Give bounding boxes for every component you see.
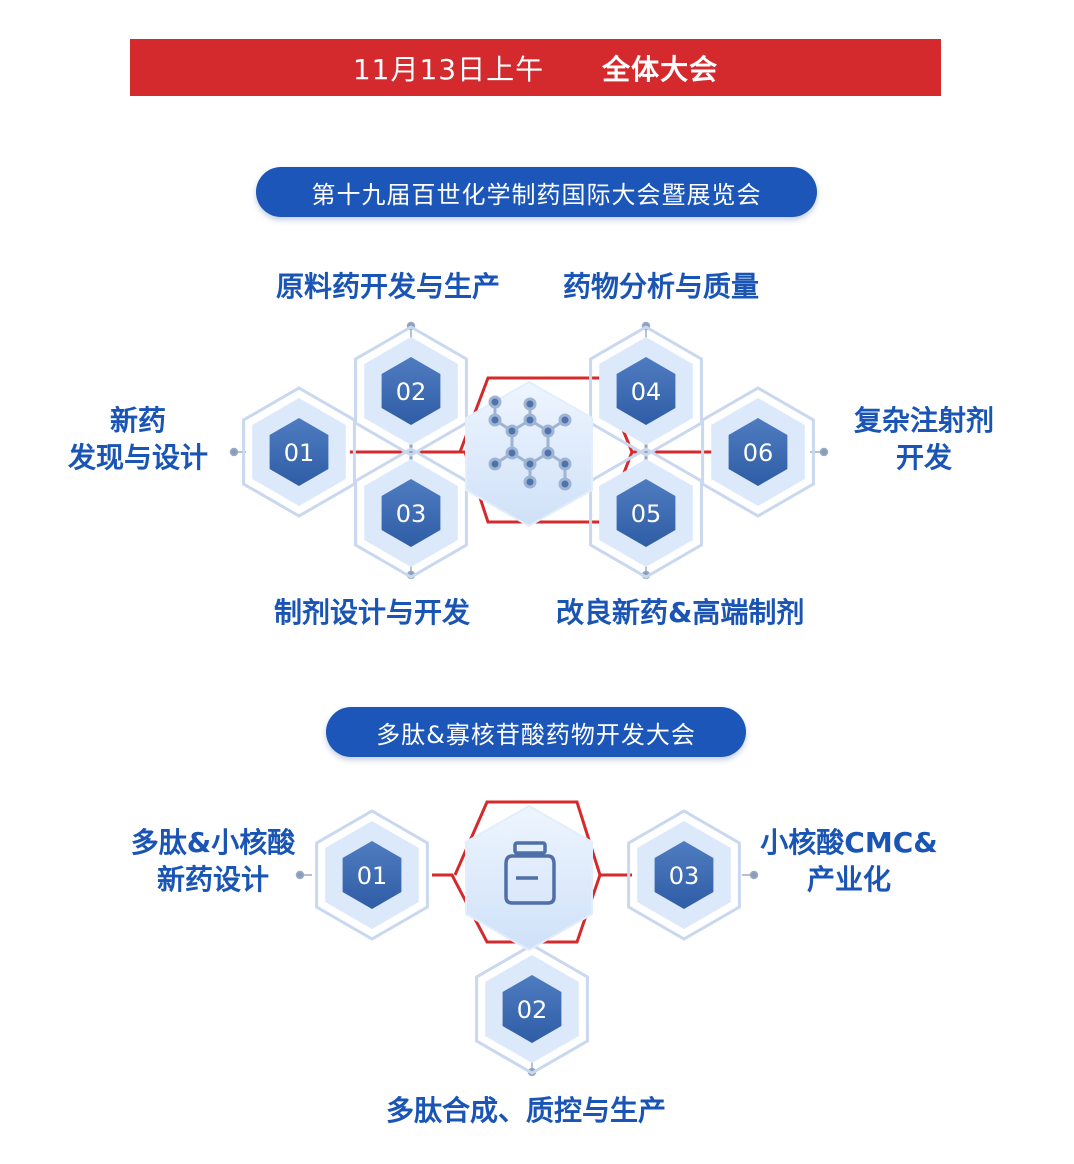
peptide-hex-node-01: 01 (315, 809, 429, 941)
topic-label-04: 药物分析与质量 (563, 270, 760, 303)
hex-node-06: 06 (701, 386, 815, 518)
hex-node-02: 02 (354, 325, 468, 457)
hex-node-04-number: 04 (631, 378, 662, 406)
hex-node-01: 01 (242, 386, 356, 518)
hex-node-05-number: 05 (631, 500, 662, 528)
peptide-hex-node-03: 03 (627, 809, 741, 941)
hex-node-03: 03 (354, 447, 468, 579)
molecule-icon (488, 395, 572, 491)
hex-node-06-number: 06 (743, 439, 774, 467)
peptide-hex-node-02-number: 02 (517, 996, 548, 1024)
hex-node-05: 05 (589, 447, 703, 579)
topic-label-peptide-03: 小核酸CMC&产业化 (760, 826, 938, 896)
hex-node-04: 04 (589, 325, 703, 457)
center-hex-vial (465, 804, 593, 952)
topic-label-05: 改良新药&高端制剂 (556, 596, 805, 629)
hex-node-02-number: 02 (396, 378, 427, 406)
peptide-hex-node-03-number: 03 (669, 862, 700, 890)
hex-nodes-section1: 01 02 03 04 05 06 (242, 325, 815, 579)
topic-label-06: 复杂注射剂开发 (853, 404, 994, 474)
session-title: 全体大会 (602, 52, 719, 86)
topic-label-peptide-02: 多肽合成、质控与生产 (386, 1094, 667, 1127)
session-date: 11月13日上午 (352, 52, 545, 86)
hex-node-03-number: 03 (396, 500, 427, 528)
hex-nodes-section2: 01 02 03 (315, 809, 741, 1075)
vial-icon (504, 841, 556, 905)
topic-label-02: 原料药开发与生产 (276, 270, 501, 303)
peptide-hex-node-02: 02 (475, 943, 589, 1075)
topic-label-peptide-01: 多肽&小核酸新药设计 (130, 826, 296, 896)
hex-node-01-number: 01 (284, 439, 315, 467)
center-hex-molecule (465, 380, 593, 528)
session-banner: 11月13日上午 全体大会 (130, 39, 941, 96)
topic-label-01: 新药发现与设计 (67, 404, 208, 474)
section-title-conference: 第十九届百世化学制药国际大会暨展览会 (256, 167, 817, 217)
peptide-hex-node-01-number: 01 (357, 862, 388, 890)
section-title-peptide: 多肽&寡核苷酸药物开发大会 (326, 707, 746, 757)
topic-label-03: 制剂设计与开发 (274, 596, 471, 629)
